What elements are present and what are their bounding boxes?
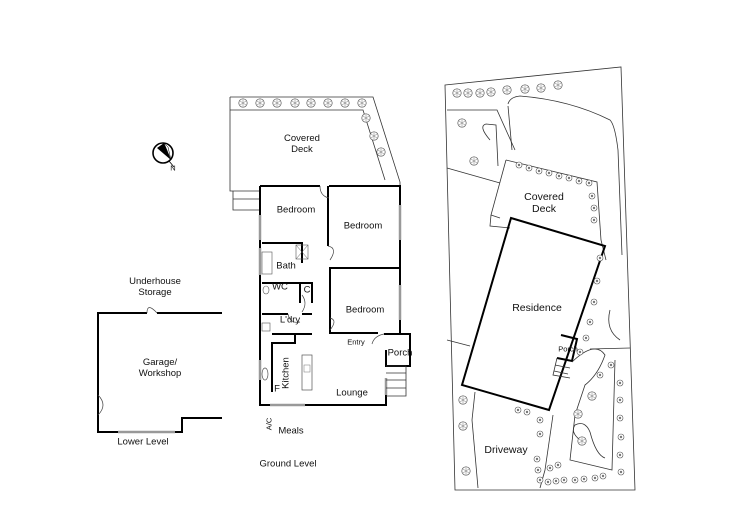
north-label: N xyxy=(170,163,176,173)
room-porch: Porch xyxy=(387,347,413,359)
room-covered-deck: Covered Deck xyxy=(284,133,320,155)
north-arrow-icon xyxy=(152,142,175,168)
site-area-driveway: Driveway xyxy=(484,443,528,456)
room-bedroom-3: Bedroom xyxy=(345,304,385,316)
ac-label: A/C xyxy=(264,417,274,431)
site-area-residence: Residence xyxy=(512,301,562,314)
room-bedroom-2: Bedroom xyxy=(343,220,383,232)
site-area-porch: Porch xyxy=(558,344,578,354)
site-residence-outline xyxy=(460,216,607,412)
site-trees xyxy=(452,80,597,476)
site-garden-paths xyxy=(471,309,621,489)
site-area-covered-deck: Covered Deck xyxy=(524,190,564,215)
fridge-label: F xyxy=(274,383,280,395)
room-underhouse-storage: Underhouse Storage xyxy=(129,276,181,298)
level-title-ground: Ground Level xyxy=(259,458,317,470)
garage-outline xyxy=(97,307,222,434)
level-title-lower: Lower Level xyxy=(117,436,169,448)
room-entry: Entry xyxy=(347,337,365,347)
room-kitchen: Kitchen xyxy=(280,357,292,389)
room-cupboard: C xyxy=(303,284,311,296)
ground-level-outline xyxy=(229,96,411,407)
room-garage-workshop: Garage/ Workshop xyxy=(138,357,182,379)
room-bath: Bath xyxy=(276,260,296,272)
room-bedroom-1: Bedroom xyxy=(276,204,316,216)
room-lounge: Lounge xyxy=(336,387,368,399)
room-meals: Meals xyxy=(278,425,304,437)
room-wc: WC xyxy=(272,281,288,293)
site-boundary xyxy=(444,66,636,491)
room-laundry: L'dry xyxy=(279,314,301,326)
